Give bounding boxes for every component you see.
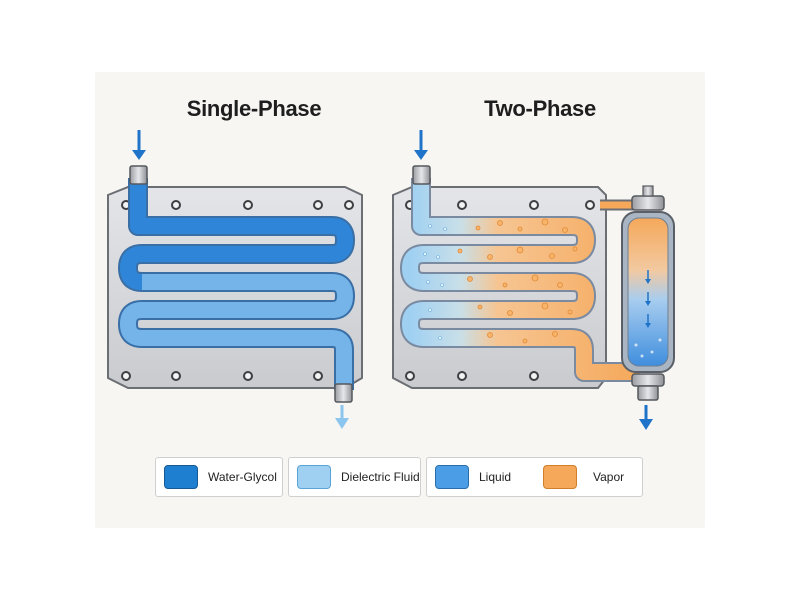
liquid-bubbles — [423, 224, 447, 340]
left-outlet-fitting — [334, 383, 353, 403]
separator-tank — [621, 185, 675, 387]
two-phase-title: Two-Phase — [484, 96, 596, 121]
left-outlet-arrow — [335, 405, 349, 429]
vapor-swatch — [543, 465, 577, 489]
dielectric-fluid-swatch — [297, 465, 331, 489]
two-phase-channel — [402, 178, 640, 380]
legend-label: Water-Glycol — [208, 470, 277, 484]
separator-flow-arrows — [645, 270, 651, 328]
separator-droplets — [634, 338, 662, 358]
right-inlet-fitting — [412, 165, 431, 185]
legend-group-phases: Liquid Vapor — [426, 457, 643, 497]
right-outlet-arrow — [639, 405, 653, 430]
legend-label: Dielectric Fluid — [341, 470, 420, 484]
left-inlet-fitting — [129, 165, 148, 185]
liquid-swatch — [435, 465, 469, 489]
right-inlet-arrow — [414, 130, 428, 160]
legend-item-dielectric-fluid: Dielectric Fluid — [288, 457, 421, 497]
legend-label: Liquid — [479, 470, 512, 484]
single-phase-plate — [107, 130, 363, 429]
water-glycol-swatch — [164, 465, 198, 489]
vapor-bubbles — [457, 218, 578, 344]
single-phase-title: Single-Phase — [186, 96, 322, 121]
right-outlet-fitting — [637, 385, 659, 401]
two-phase-plate — [392, 130, 675, 430]
left-inlet-arrow — [132, 130, 146, 160]
legend-item-water-glycol: Water-Glycol — [155, 457, 283, 497]
legend-label: Vapor — [593, 470, 625, 484]
